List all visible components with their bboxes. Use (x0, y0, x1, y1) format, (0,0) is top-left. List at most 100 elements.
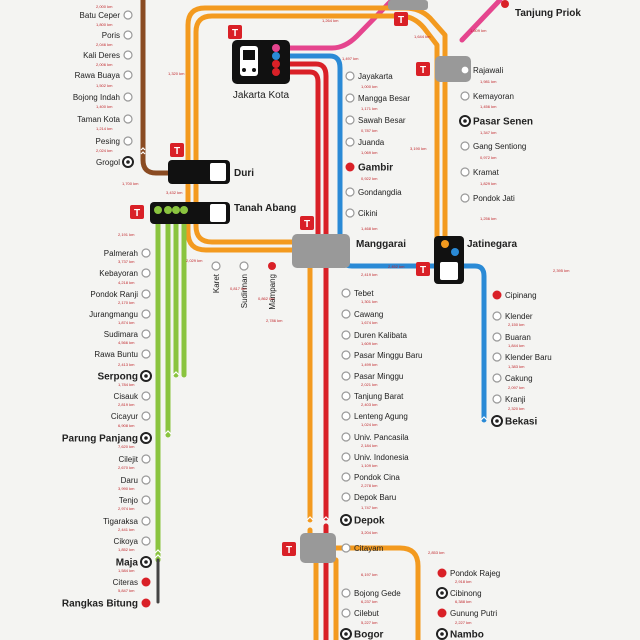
station-jayakarta[interactable]: Jayakarta (345, 71, 393, 81)
hub-kampung-bandan[interactable] (388, 0, 428, 10)
station-kranji[interactable]: Kranji (492, 394, 526, 404)
station-klender-baru[interactable]: Klender Baru (492, 352, 552, 362)
station-cikoya[interactable]: Cikoya (114, 536, 151, 546)
station-cilebut[interactable]: Cilebut (341, 608, 380, 618)
station-label: Citayam (354, 544, 384, 553)
station-univ-indonesia[interactable]: Univ. Indonesia (341, 452, 409, 462)
station-sudirman[interactable]: Sudirman (239, 261, 249, 308)
station-bekasi[interactable]: Bekasi (491, 415, 537, 428)
station-rajawali[interactable]: Rajawali (460, 65, 503, 75)
station-tigaraksa[interactable]: Tigaraksa (103, 516, 151, 526)
hub-tanah-abang[interactable]: T (130, 202, 230, 224)
station-gambir[interactable]: Gambir (345, 162, 394, 174)
svg-text:T: T (398, 15, 404, 26)
distance-label: 1,874 km (118, 320, 135, 325)
distance-label: 1,844 km (508, 343, 525, 348)
station-nambo[interactable]: Nambo (436, 628, 484, 640)
station-buaran[interactable]: Buaran (492, 332, 531, 342)
hub-manggarai[interactable]: T (292, 216, 350, 268)
station-pasar-senen[interactable]: Pasar Senen (459, 115, 533, 128)
station-kemayoran[interactable]: Kemayoran (460, 91, 514, 101)
station-cawang[interactable]: Cawang (341, 309, 383, 319)
distance-label: 2,413 km (118, 362, 135, 367)
station-bojong-indah[interactable]: Bojong Indah (73, 92, 133, 102)
station-pondok-ranji[interactable]: Pondok Ranji (90, 289, 151, 299)
station-gang-sentiong[interactable]: Gang Sentiong (460, 141, 526, 151)
station-kebayoran[interactable]: Kebayoran (99, 268, 151, 278)
station-rawa-buntu[interactable]: Rawa Buntu (94, 349, 151, 359)
station-tebet[interactable]: Tebet (341, 288, 374, 298)
station-serpong[interactable]: Serpong (97, 370, 152, 383)
distance-label: 2,029 km (186, 258, 203, 263)
station-gunung-putri[interactable]: Gunung Putri (437, 608, 498, 618)
station-pesing[interactable]: Pesing (96, 136, 133, 146)
station-kali-deres[interactable]: Kali Deres (83, 50, 133, 60)
station-cipinang[interactable]: Cipinang (492, 290, 537, 300)
station-duren-kalibata[interactable]: Duren Kalibata (341, 330, 407, 340)
station-jurangmangu[interactable]: Jurangmangu (89, 309, 151, 319)
station-rawa-buaya[interactable]: Rawa Buaya (75, 70, 133, 80)
station-rangkas-bitung[interactable]: Rangkas Bitung (62, 598, 151, 610)
station-pasar-minggu-baru[interactable]: Pasar Minggu Baru (341, 350, 422, 360)
station-parung-panjang[interactable]: Parung Panjang (62, 432, 152, 445)
station-grogol[interactable]: Grogol (96, 156, 134, 168)
station-label: Bojong Indah (73, 93, 120, 102)
station-cilejit[interactable]: Cilejit (118, 454, 151, 464)
station-taman-kota[interactable]: Taman Kota (77, 114, 133, 124)
station-poris[interactable]: Poris (102, 30, 133, 40)
station-batu-ceper[interactable]: Batu Ceper (80, 10, 133, 20)
station-daru[interactable]: Daru (121, 475, 151, 485)
pink-line-right (459, 0, 503, 43)
station-mampang[interactable]: Mampang (268, 262, 277, 310)
station-sudimara[interactable]: Sudimara (104, 329, 151, 339)
station-kramat[interactable]: Kramat (460, 167, 500, 177)
station-pondok-rajeg[interactable]: Pondok Rajeg (437, 568, 501, 578)
station-depok-baru[interactable]: Depok Baru (341, 492, 396, 502)
station-juanda[interactable]: Juanda (345, 137, 385, 147)
station-bojong-gede[interactable]: Bojong Gede (341, 588, 401, 598)
station-dot (141, 391, 151, 401)
station-label: Kramat (473, 168, 500, 177)
station-pondok-jati[interactable]: Pondok Jati (460, 193, 515, 203)
red-line-2 (287, 69, 321, 243)
station-pasar-minggu[interactable]: Pasar Minggu (341, 371, 403, 381)
station-cisauk[interactable]: Cisauk (114, 391, 151, 401)
station-cibinong[interactable]: Cibinong (436, 587, 482, 599)
station-tanjung-barat[interactable]: Tanjung Barat (341, 391, 404, 401)
station-depok[interactable]: Depok (340, 514, 385, 527)
hub-jatinegara[interactable]: T (416, 236, 464, 284)
station-maja[interactable]: Maja (116, 556, 152, 569)
hub-rajawali[interactable] (435, 56, 471, 82)
station-univ-pancasila[interactable]: Univ. Pancasila (341, 432, 409, 442)
station-karet[interactable]: Karet (211, 261, 221, 293)
station-tenjo[interactable]: Tenjo (119, 495, 151, 505)
station-dot (123, 92, 133, 102)
station-citayam[interactable]: Citayam (341, 543, 384, 553)
station-cakung[interactable]: Cakung (492, 373, 533, 383)
station-gondangdia[interactable]: Gondangdia (345, 187, 402, 197)
station-cikini[interactable]: Cikini (345, 208, 378, 218)
station-label: Univ. Pancasila (354, 433, 409, 442)
station-sawah-besar[interactable]: Sawah Besar (345, 115, 406, 125)
hub-citayam[interactable] (300, 533, 336, 563)
hub-jakarta-kota[interactable]: T (228, 25, 290, 84)
hub-label: Manggarai (356, 239, 406, 250)
station-label: Cikini (358, 209, 378, 218)
station-label: Grogol (96, 158, 120, 167)
train-icon (394, 12, 408, 26)
distance-label: 1,069 km (361, 150, 378, 155)
station-mangga-besar[interactable]: Mangga Besar (345, 93, 410, 103)
station-pondok-cina[interactable]: Pondok Cina (341, 472, 400, 482)
station-lenteng-agung[interactable]: Lenteng Agung (341, 411, 408, 421)
station-klender[interactable]: Klender (492, 311, 533, 321)
station-bogor[interactable]: Bogor (340, 628, 384, 640)
station-label: Pondok Ranji (90, 290, 138, 299)
station-dot-center (144, 436, 148, 440)
distance-label: 1,497 km (342, 56, 359, 61)
station-citeras[interactable]: Citeras (113, 577, 151, 587)
station-label: Rawa Buaya (75, 71, 121, 80)
hub-duri[interactable]: T (168, 143, 230, 184)
station-palmerah[interactable]: Palmerah (104, 248, 151, 258)
station-cicayur[interactable]: Cicayur (111, 411, 151, 421)
station-dot (141, 329, 151, 339)
